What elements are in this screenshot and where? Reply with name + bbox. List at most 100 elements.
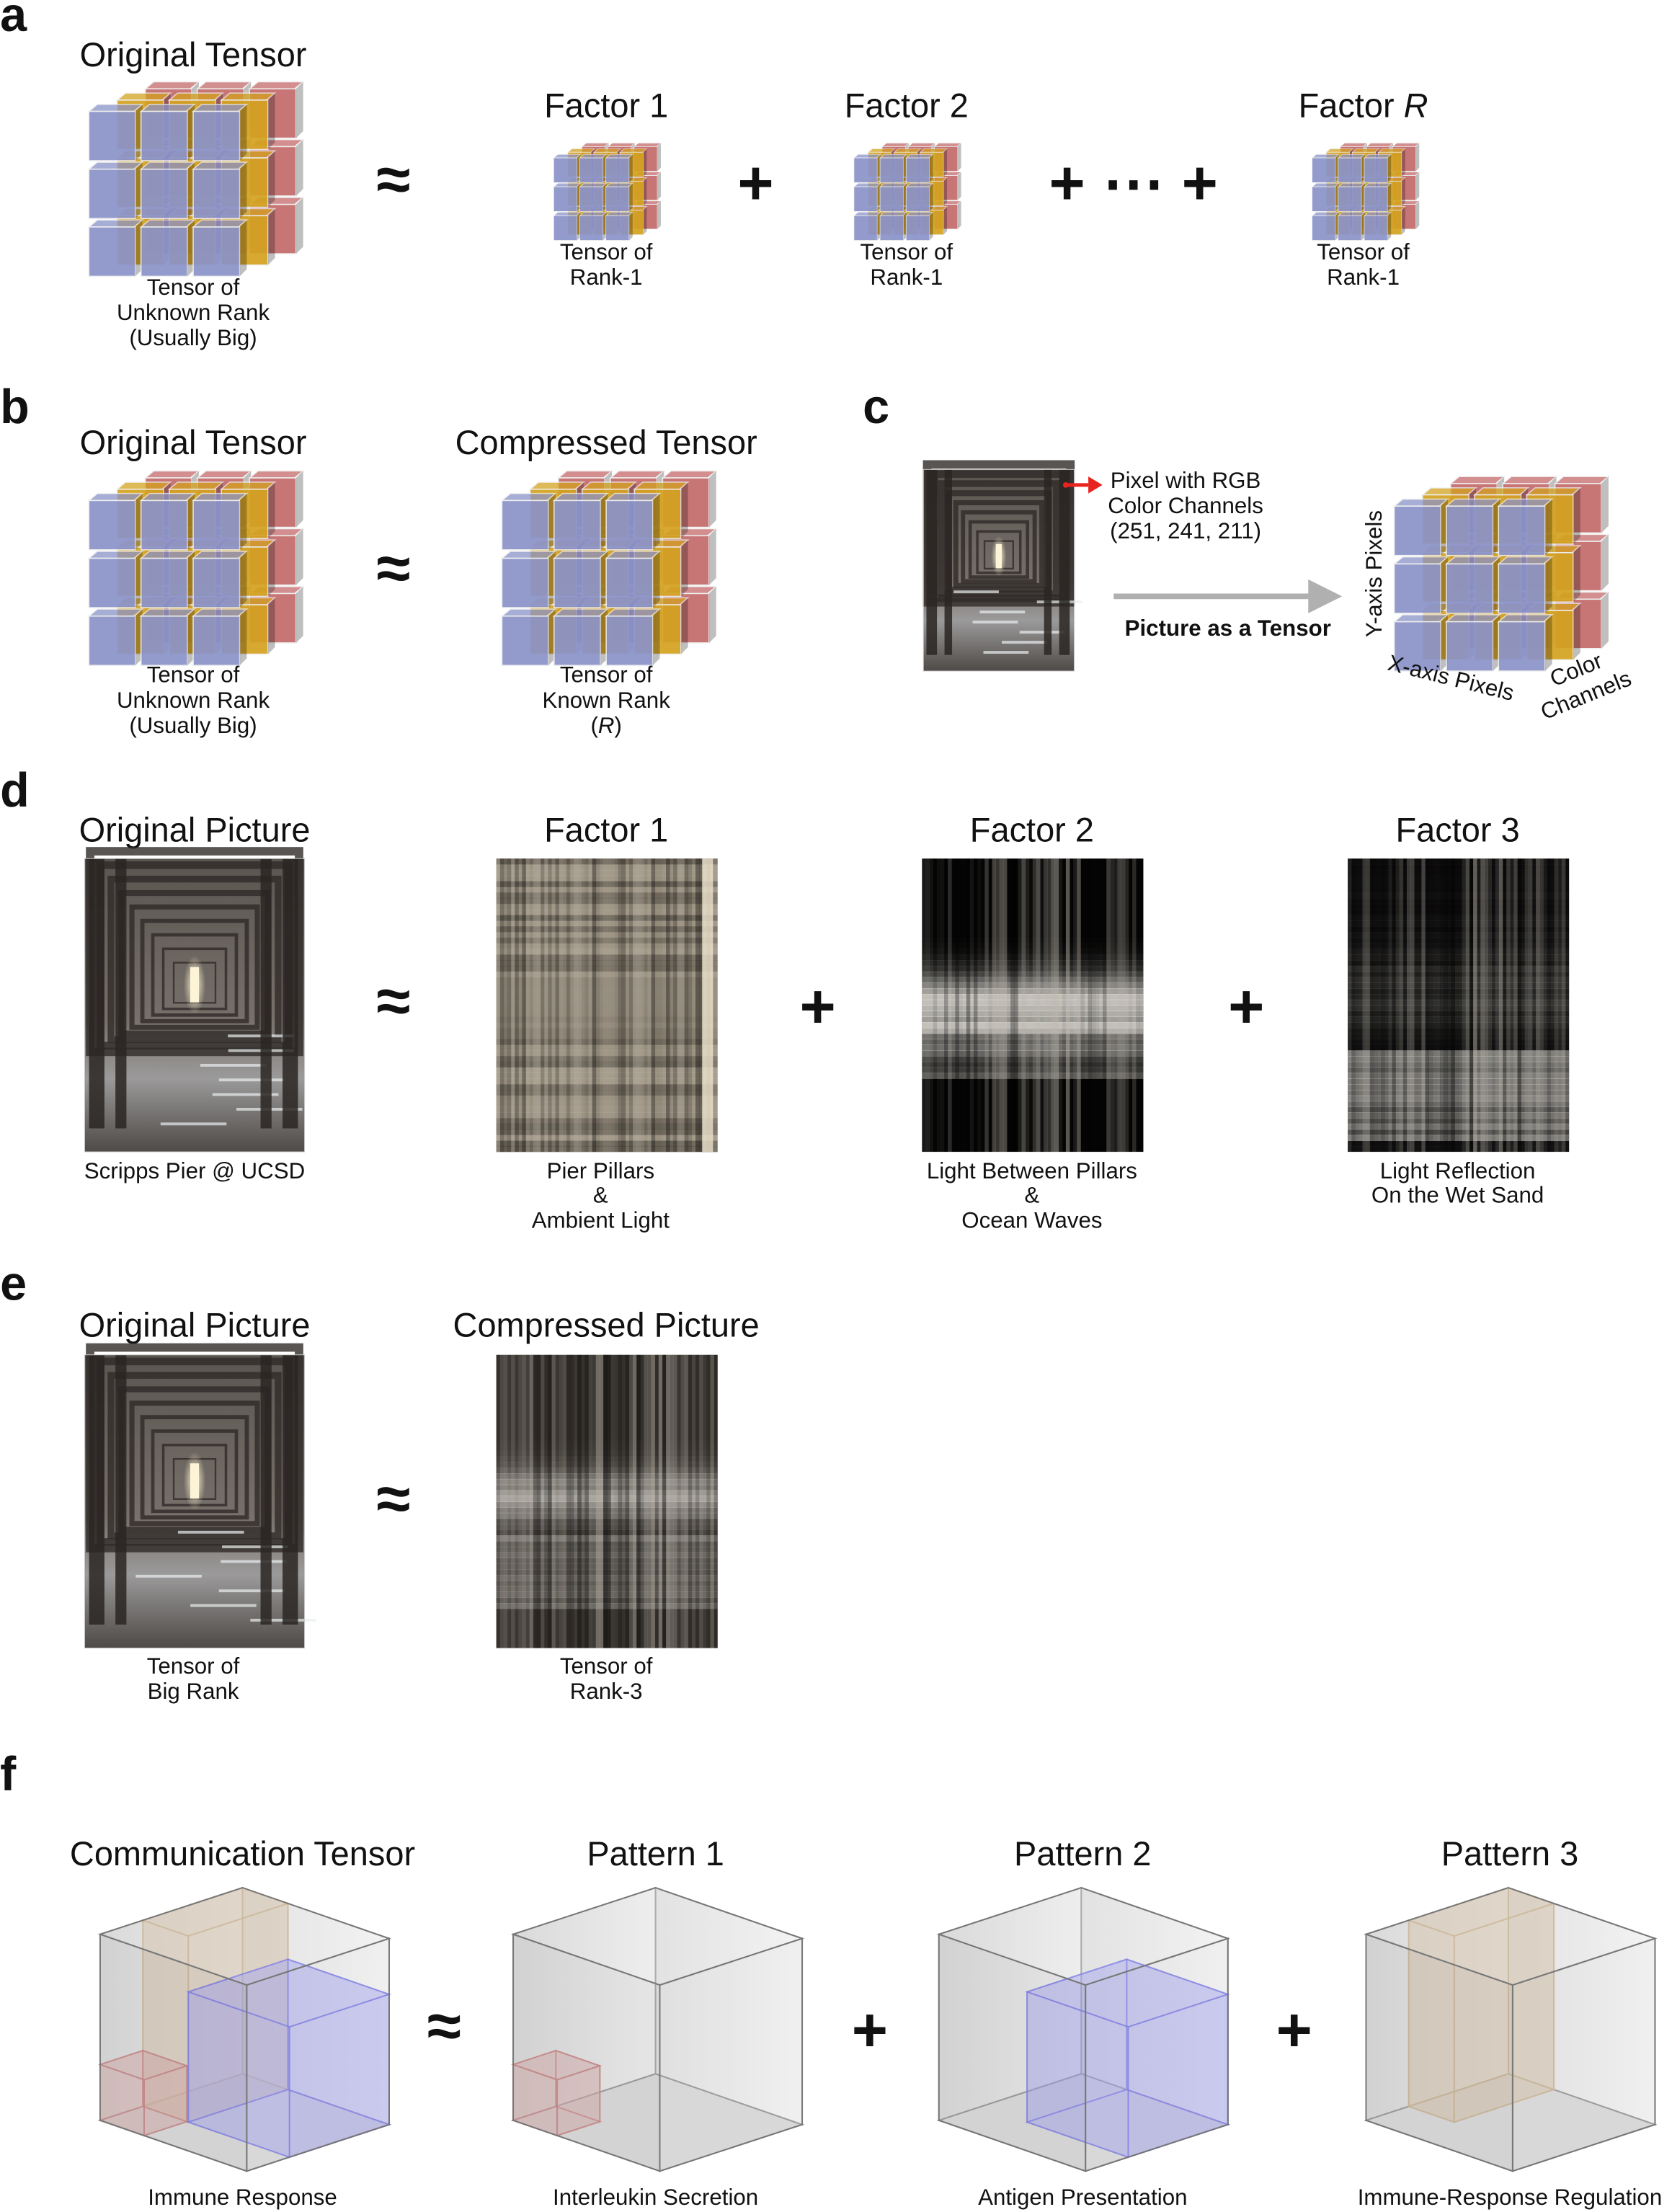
band-vertical [618, 1354, 623, 1648]
band-horizontal [1348, 1095, 1570, 1102]
band-horizontal [496, 1123, 718, 1130]
band-vertical [592, 858, 597, 1152]
band-vertical [1121, 858, 1126, 1152]
band-vertical [607, 858, 611, 1152]
band-vertical [607, 1354, 611, 1648]
band-vertical [1355, 858, 1359, 1152]
original-tensor-label: Unknown Rank [117, 688, 270, 713]
band-horizontal [922, 1067, 1144, 1074]
compressed-tensor-cube [501, 470, 717, 667]
picture-as-tensor-label: Picture as a Tensor [1125, 616, 1331, 641]
band-horizontal [496, 1518, 718, 1525]
band-horizontal [1348, 937, 1570, 944]
band-horizontal [496, 1101, 718, 1108]
band-vertical [1348, 858, 1352, 1152]
band-horizontal [922, 1072, 1144, 1079]
band-horizontal [1348, 965, 1570, 972]
band-vertical [1047, 858, 1051, 1152]
band-vertical [995, 858, 1000, 1152]
wave [979, 610, 1026, 614]
wave [222, 1545, 288, 1549]
band-vertical [1369, 858, 1374, 1152]
pillar [944, 469, 953, 655]
band-horizontal [1348, 1140, 1570, 1147]
pillar [89, 1354, 104, 1625]
wave [1002, 641, 1047, 644]
wave [972, 621, 1018, 624]
compressed-tensor-label: Tensor of [560, 662, 653, 688]
band-vertical [595, 858, 600, 1152]
band-vertical [536, 1354, 541, 1648]
pillar [1059, 469, 1070, 655]
band-horizontal [1348, 977, 1570, 983]
band-horizontal [496, 1501, 718, 1508]
band-vertical [703, 1355, 707, 1648]
factor-label: & [1024, 1182, 1039, 1207]
band-vertical [940, 858, 945, 1152]
band-vertical [691, 858, 696, 1152]
factor-title: Factor 2 [845, 86, 969, 124]
band-vertical [1447, 858, 1451, 1152]
band-horizontal [496, 892, 718, 899]
band-horizontal [496, 1033, 718, 1040]
pattern-1-cube [511, 1886, 805, 2172]
band-vertical [699, 858, 703, 1152]
approx-symbol: ≈ [376, 534, 410, 603]
band-vertical [1421, 858, 1426, 1152]
band-vertical [1358, 858, 1363, 1152]
band-vertical [577, 1354, 582, 1648]
tensor-arrow-head [1308, 579, 1343, 613]
band-vertical [632, 1354, 637, 1648]
band-vertical [695, 858, 700, 1152]
band-horizontal [496, 1569, 718, 1576]
band-vertical [1418, 858, 1422, 1152]
band-vertical [666, 858, 670, 1152]
band-horizontal [496, 999, 718, 1006]
band-vertical [1070, 858, 1074, 1152]
pillar-frame [129, 904, 260, 1030]
band-horizontal [922, 971, 1144, 978]
band-vertical [1384, 858, 1389, 1152]
band-vertical [688, 858, 693, 1152]
band-vertical [569, 858, 574, 1152]
band-vertical [1425, 858, 1430, 1152]
pattern-label: Interleukin Secretion [553, 2185, 758, 2210]
band-horizontal [496, 1005, 718, 1012]
band-horizontal [496, 1524, 718, 1530]
band-horizontal [1348, 1106, 1570, 1113]
band-vertical [603, 1354, 608, 1648]
band-vertical [925, 858, 930, 1152]
band-horizontal [1348, 1067, 1570, 1074]
band-vertical [548, 858, 552, 1152]
band-vertical [702, 858, 713, 1152]
compressed-picture-title: Compressed Picture [453, 1306, 760, 1343]
band-vertical [1007, 858, 1011, 1152]
original-picture-title: Original Picture [79, 812, 311, 849]
band-horizontal [1348, 1039, 1570, 1045]
wave [218, 1589, 285, 1593]
band-horizontal [1348, 1005, 1570, 1012]
pillar-frame [961, 510, 1037, 584]
panel-letter: d [0, 764, 30, 817]
band-vertical [1532, 858, 1537, 1152]
band-vertical [628, 1354, 633, 1648]
band-vertical [566, 1354, 571, 1648]
pattern-title: Pattern 2 [1014, 1835, 1151, 1873]
band-vertical [969, 858, 974, 1152]
band-vertical [595, 1354, 600, 1648]
band-horizontal [1348, 1061, 1570, 1068]
band-horizontal [1348, 960, 1570, 967]
band-vertical [1469, 858, 1474, 1152]
band-vertical [584, 1354, 589, 1648]
band-vertical [1110, 858, 1114, 1152]
band-vertical [988, 858, 992, 1152]
band-vertical [1480, 858, 1485, 1152]
band-vertical [680, 1354, 685, 1648]
wave [212, 1093, 279, 1096]
band-vertical [706, 1354, 711, 1648]
band-vertical [673, 1354, 677, 1648]
pattern-block-red [143, 2064, 188, 2137]
band-horizontal [496, 1602, 718, 1609]
band-horizontal [496, 1462, 718, 1468]
original-tensor-cube [88, 81, 304, 277]
